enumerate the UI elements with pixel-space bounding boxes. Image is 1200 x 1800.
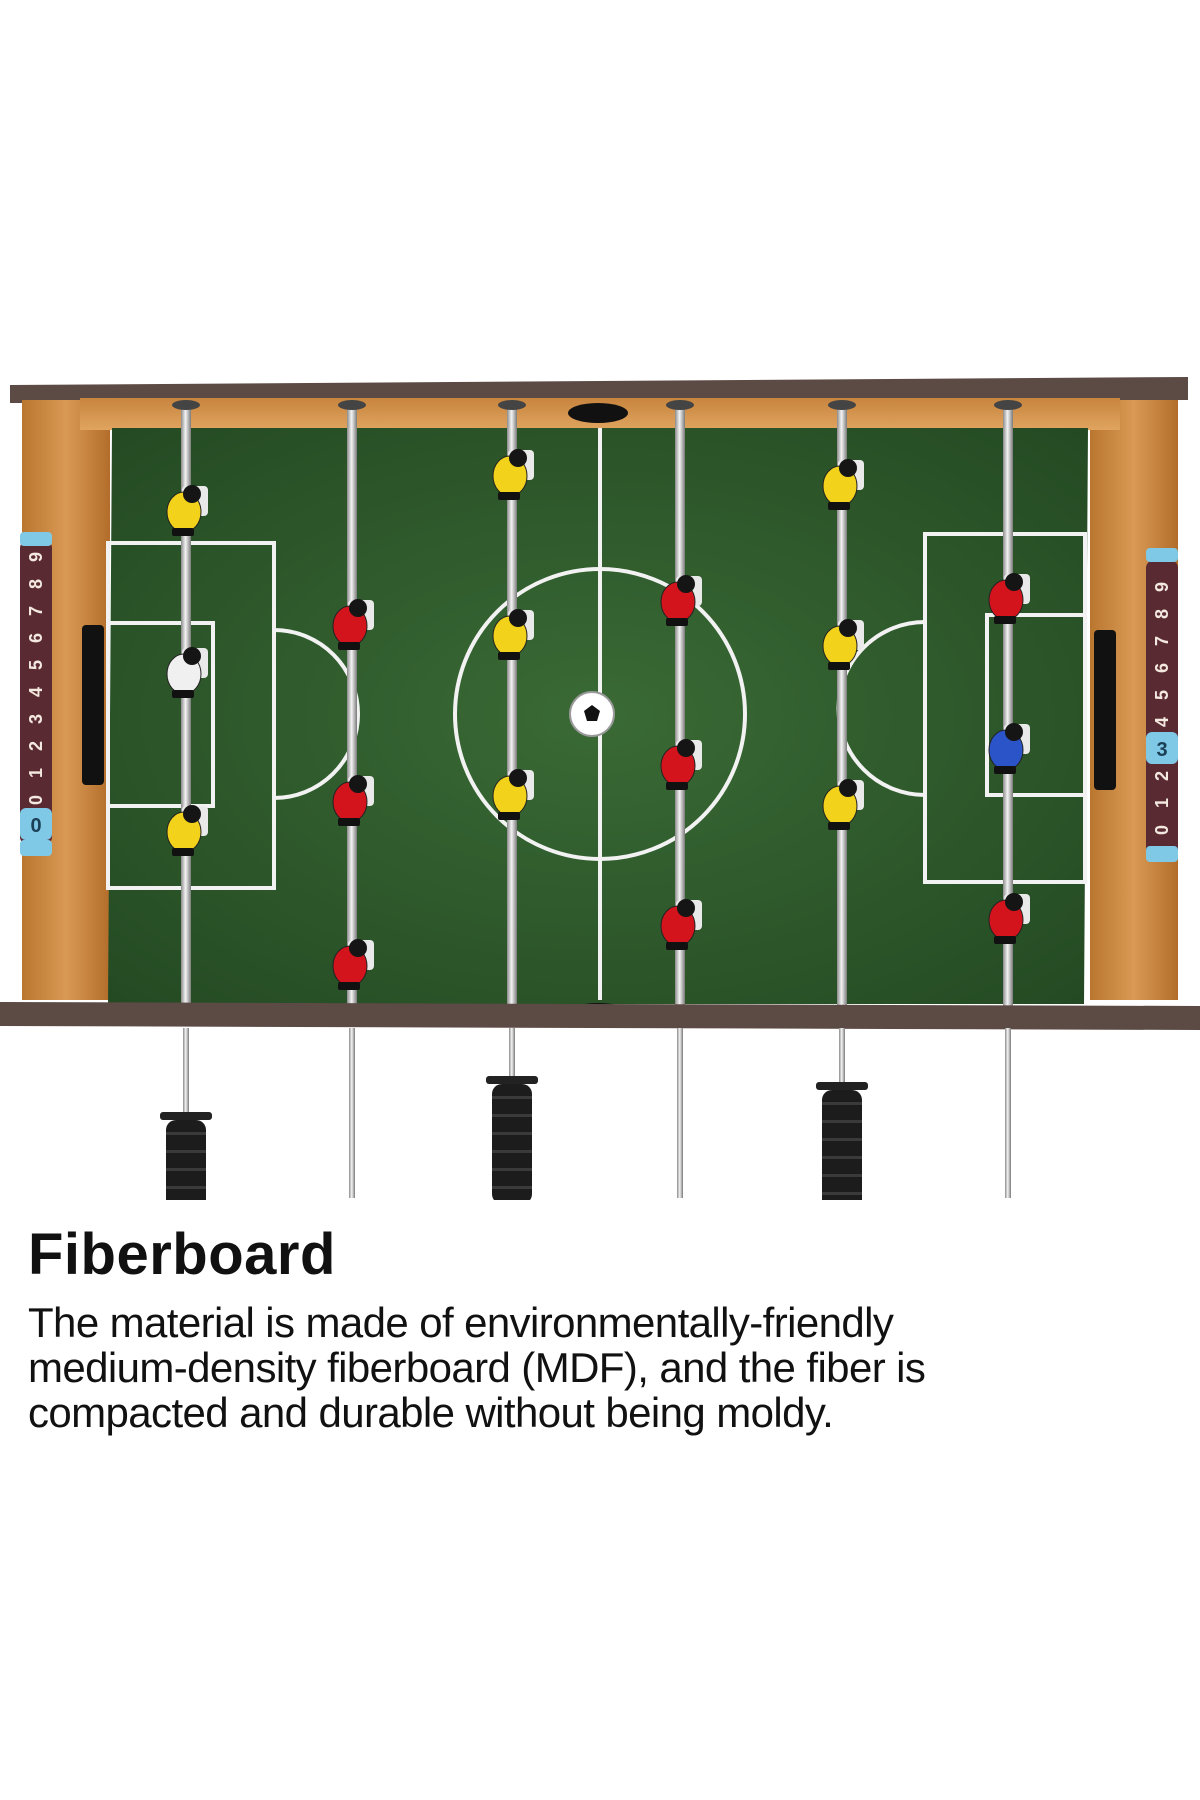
foosman-figure: [332, 939, 374, 990]
score-digit: 6: [26, 633, 46, 643]
rods-layer: [166, 400, 1030, 1014]
foosman-figure: [822, 619, 864, 670]
rubber-handle-icon: [486, 1076, 538, 1200]
rod-shaft: [677, 1028, 683, 1198]
rubber-handle-icon: [160, 1112, 212, 1200]
left-score-counter: 0 1 2 3 4 5 6 7 8 9 0: [20, 532, 52, 856]
score-digit: 2: [26, 741, 46, 751]
player-rod: [837, 402, 847, 1014]
player-rod: [507, 402, 517, 1014]
foosball-table-photo: 0 1 2 3 4 5 6 7 8 9 0 0 1 2 3 4 5 6 7 8 9 3: [0, 377, 1200, 1200]
left-goal-slot: [82, 625, 104, 785]
handles-layer: [160, 1028, 1011, 1200]
caption-line: The material is made of environmentally-…: [28, 1299, 894, 1346]
rod-bearing: [172, 400, 200, 410]
rod-bearing: [498, 400, 526, 410]
rod-bearing: [666, 400, 694, 410]
rubber-handle-icon: [816, 1082, 868, 1200]
foosman-figure: [660, 899, 702, 950]
score-digit: 7: [26, 606, 46, 616]
ball-return-cup: [568, 403, 628, 423]
player-rod: [1003, 402, 1013, 1014]
foosman-figure: [822, 779, 864, 830]
foosman-figure: [988, 723, 1030, 774]
player-rod: [181, 402, 191, 1014]
foosman-figure: [988, 893, 1030, 944]
score-digit: 9: [26, 552, 46, 562]
score-digit: 5: [26, 660, 46, 670]
rod-bearing: [994, 400, 1022, 410]
score-digit: 3: [26, 714, 46, 724]
caption-title: Fiberboard: [28, 1222, 336, 1287]
right-score-value: 3: [1156, 739, 1167, 761]
foosman-figure: [492, 449, 534, 500]
score-digit: 8: [1152, 609, 1172, 619]
score-digit: 0: [1152, 825, 1172, 835]
score-digit: 0: [26, 795, 46, 805]
rod-shaft: [1005, 1028, 1011, 1198]
foosman-figure: [332, 599, 374, 650]
score-digit: 4: [26, 687, 46, 697]
caption-body: The material is made of environmentally-…: [28, 1300, 1178, 1435]
product-caption: Fiberboard The material is made of envir…: [28, 1222, 1178, 1435]
caption-line: medium-density fiberboard (MDF), and the…: [28, 1344, 926, 1391]
rod-bearing: [338, 400, 366, 410]
foosman-figure: [166, 647, 208, 698]
score-digit: 7: [1152, 636, 1172, 646]
right-goal-slot: [1094, 630, 1116, 790]
left-penalty-arc: [273, 628, 360, 800]
left-goal-area: [106, 621, 215, 808]
soccer-ball-icon: [569, 691, 615, 737]
caption-line: compacted and durable without being mold…: [28, 1389, 834, 1436]
rod-bearing: [828, 400, 856, 410]
player-rod: [675, 402, 685, 1014]
player-rod: [347, 402, 357, 1014]
score-digit: 6: [1152, 663, 1172, 673]
score-digit: 5: [1152, 690, 1172, 700]
foosman-figure: [660, 575, 702, 626]
foosman-figure: [332, 775, 374, 826]
foosman-figure: [822, 459, 864, 510]
score-digit: 9: [1152, 582, 1172, 592]
foosman-figure: [988, 573, 1030, 624]
center-circle: [453, 567, 747, 861]
foosman-figure: [166, 805, 208, 856]
right-goal-area: [985, 613, 1087, 797]
rod-shaft: [349, 1028, 355, 1198]
score-digit: 4: [1152, 717, 1172, 727]
foosman-figure: [492, 769, 534, 820]
score-digit: 1: [26, 768, 46, 778]
score-digit: 8: [26, 579, 46, 589]
front-rail: [0, 1002, 1200, 1030]
score-digit: 1: [1152, 798, 1172, 808]
left-score-value: 0: [30, 815, 41, 837]
foosman-figure: [166, 485, 208, 536]
score-digit: 2: [1152, 771, 1172, 781]
foosman-figure: [660, 739, 702, 790]
foosman-figure: [492, 609, 534, 660]
back-rail: [10, 377, 1188, 403]
